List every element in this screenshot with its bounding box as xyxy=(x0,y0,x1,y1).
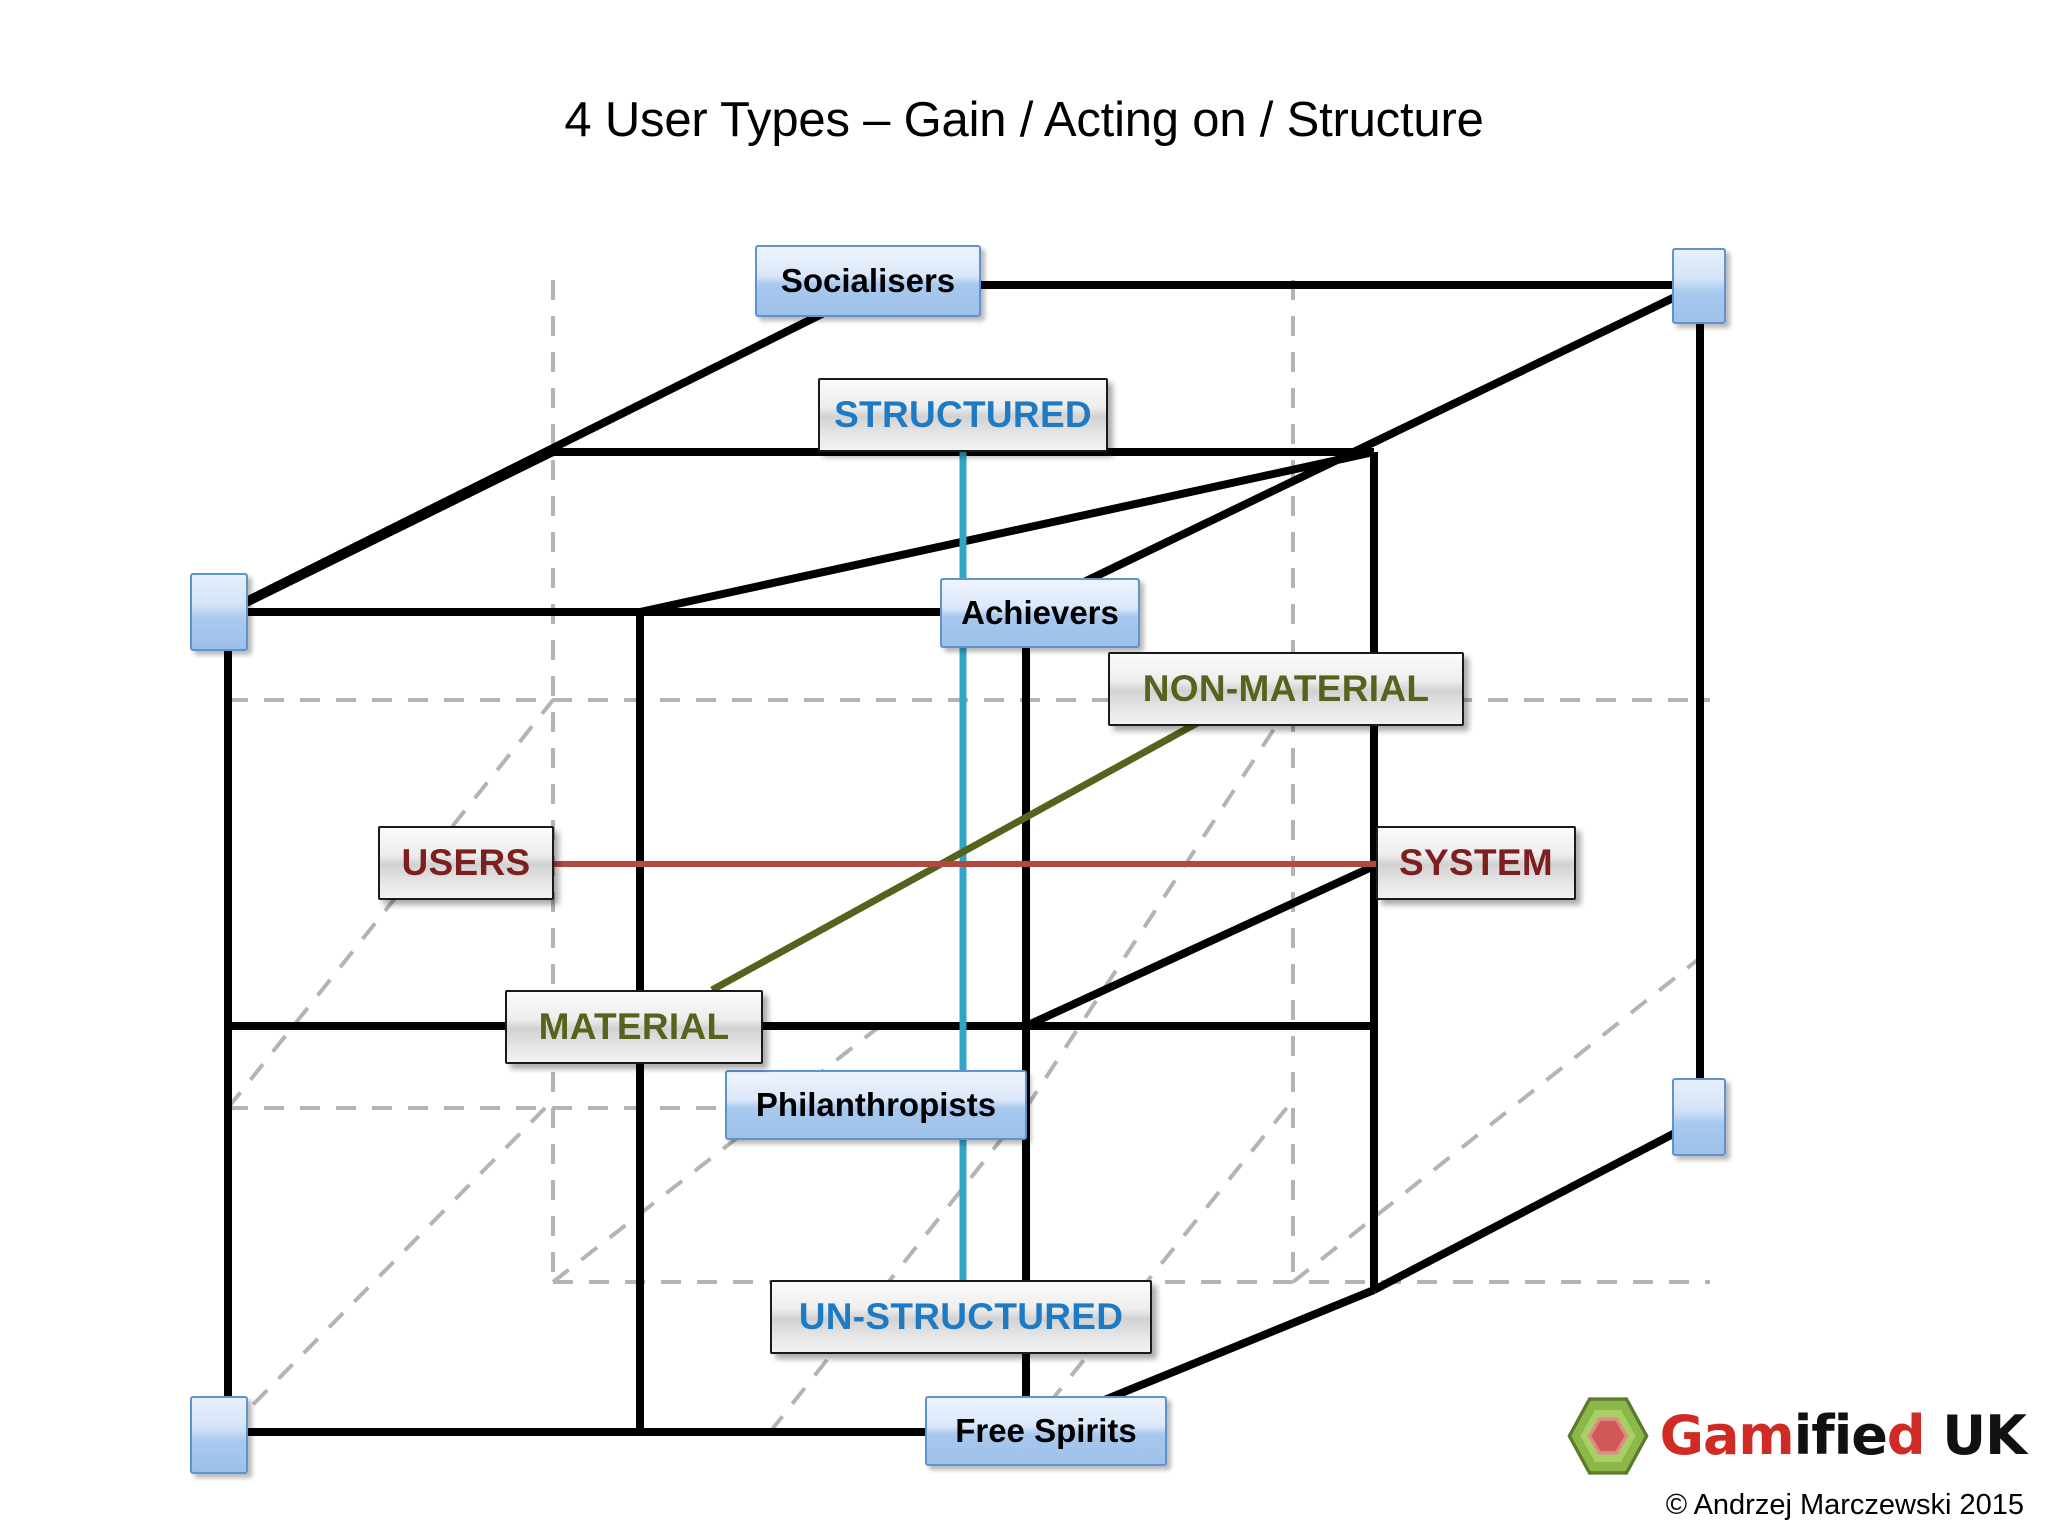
node-users-label: USERS xyxy=(401,842,531,883)
brand-word-part-3: d xyxy=(1886,1404,1926,1467)
node-un-structured[interactable]: UN-STRUCTURED xyxy=(770,1280,1152,1354)
gamified-uk-hexagon-icon xyxy=(1567,1397,1649,1475)
brand-word-part-2: ifie xyxy=(1793,1404,1888,1467)
brand-word-part-1: Gam xyxy=(1659,1404,1795,1467)
copyright-notice: © Andrzej Marczewski 2015 xyxy=(1665,1489,2024,1521)
node-achievers-label: Achievers xyxy=(961,594,1119,631)
corner-bottom-left xyxy=(190,1396,248,1474)
brand-logo-lockup: Gamified UK xyxy=(1566,1394,2027,1478)
axis-line-gain xyxy=(710,701,1232,994)
node-philanthropists[interactable]: Philanthropists xyxy=(725,1070,1027,1140)
node-philanthropists-label: Philanthropists xyxy=(755,1086,997,1123)
node-socialisers[interactable]: Socialisers xyxy=(755,245,981,317)
node-free-spirits[interactable]: Free Spirits xyxy=(925,1396,1167,1466)
node-non-material-label: NON-MATERIAL xyxy=(1142,668,1430,709)
brand-wordmark: Gamified UK xyxy=(1660,1409,2027,1463)
node-un-structured-label: UN-STRUCTURED xyxy=(798,1296,1124,1337)
node-achievers[interactable]: Achievers xyxy=(940,578,1140,648)
brand-word-part-4: UK xyxy=(1924,1404,2027,1467)
page-title: 4 User Types – Gain / Acting on / Struct… xyxy=(564,93,1484,147)
node-non-material[interactable]: NON-MATERIAL xyxy=(1108,652,1464,726)
node-structured-label: STRUCTURED xyxy=(834,394,1092,435)
node-material[interactable]: MATERIAL xyxy=(505,990,763,1064)
node-system[interactable]: SYSTEM xyxy=(1376,826,1576,900)
node-material-label: MATERIAL xyxy=(538,1006,730,1047)
node-structured[interactable]: STRUCTURED xyxy=(818,378,1108,452)
corner-mid-left xyxy=(190,573,248,651)
corner-top-right xyxy=(1672,248,1726,324)
corner-mid-right xyxy=(1672,1078,1726,1156)
node-socialisers-label: Socialisers xyxy=(780,262,956,299)
node-system-label: SYSTEM xyxy=(1399,842,1553,883)
node-free-spirits-label: Free Spirits xyxy=(955,1412,1137,1449)
node-users[interactable]: USERS xyxy=(378,826,554,900)
